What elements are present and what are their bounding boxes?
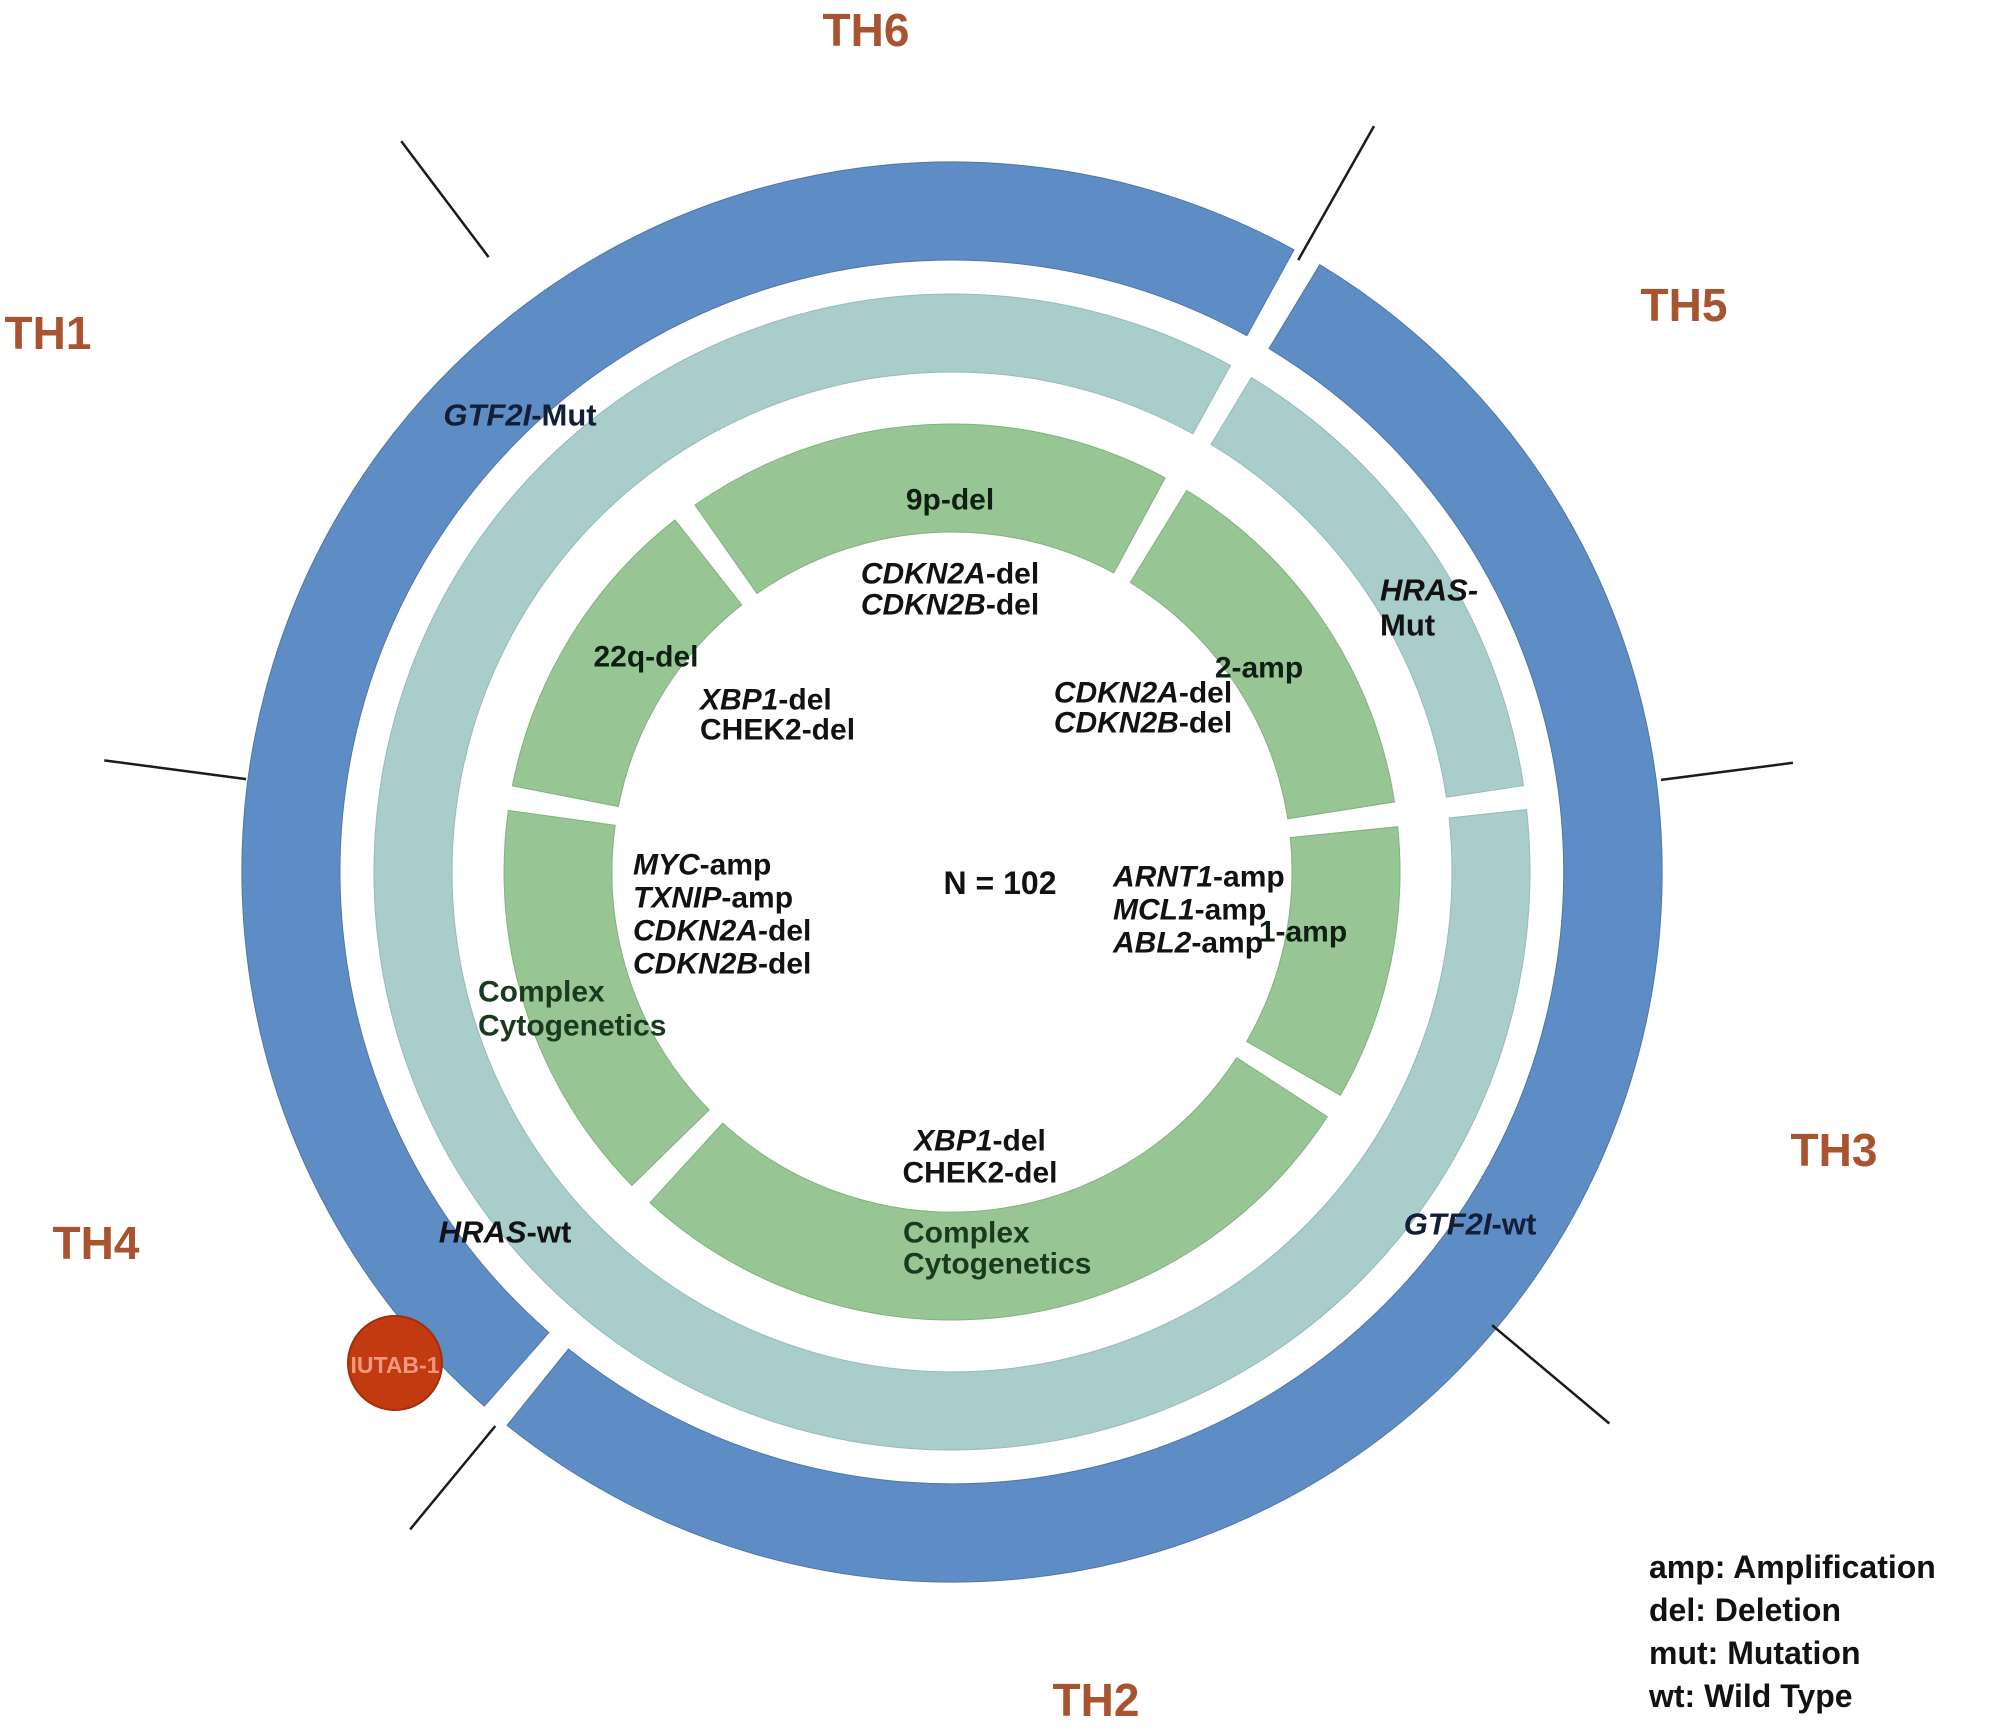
ring-segment-hras-wt <box>373 293 1531 1451</box>
legend-line-amp: amp: Amplification <box>1649 1549 1936 1585</box>
label-th2: TH2 <box>1053 1674 1140 1726</box>
abbreviation-legend: amp: Amplification del: Deletion mut: Mu… <box>1649 1546 1936 1718</box>
label-hras-wt: HRAS-wt <box>439 1215 572 1250</box>
divider-th3-th2 <box>1491 1324 1611 1425</box>
ring-segment-hras-mut <box>1210 376 1525 798</box>
label-th6: TH6 <box>823 4 910 56</box>
ring-segment-complex-cytogenetics-bottom <box>649 1057 1328 1321</box>
label-th1: TH1 <box>5 307 92 359</box>
label-th4: TH4 <box>53 1217 140 1269</box>
label-gtf2i-mut: GTF2I-Mut <box>443 398 596 433</box>
ring-segment-gtf2i-wt <box>506 264 1663 1583</box>
divider-th4-th1 <box>104 759 247 781</box>
divider-th2-th4 <box>409 1425 497 1531</box>
label-1-amp: 1-amp <box>1259 916 1347 949</box>
iutab-1-marker-circle <box>347 1315 443 1411</box>
label-th3: TH3 <box>1791 1124 1878 1176</box>
iutab-1-marker-label: IUTAB-1 <box>350 1352 439 1378</box>
ring-segment-22q-del <box>511 519 743 808</box>
ring-segment-9p-del <box>694 423 1166 595</box>
divider-th6-th5 <box>1297 125 1376 261</box>
legend-line-wt: wt: Wild Type <box>1649 1678 1853 1714</box>
legend-line-del: del: Deletion <box>1649 1592 1842 1628</box>
label-gtf2i-wt: GTF2I-wt <box>1404 1207 1537 1242</box>
label-22q-del: 22q-del <box>593 641 698 674</box>
label-hras-mut: HRAS-Mut <box>1380 573 1478 643</box>
ring-segment-complex-cytogenetics-left <box>503 809 710 1187</box>
label-2-amp: 2-amp <box>1215 652 1303 685</box>
label-th5: TH5 <box>1641 279 1728 331</box>
label-sample-size: N = 102 <box>944 865 1057 901</box>
divider-th1-th6 <box>400 140 490 258</box>
ring-segment-1-amp <box>1246 826 1401 1096</box>
ring-segment-gtf2i-mut <box>241 161 1295 1407</box>
label-9p-del: 9p-del <box>906 484 994 517</box>
divider-th5-th3 <box>1660 761 1794 782</box>
legend-line-mut: mut: Mutation <box>1649 1635 1861 1671</box>
ring-segment-2-amp <box>1129 489 1396 820</box>
